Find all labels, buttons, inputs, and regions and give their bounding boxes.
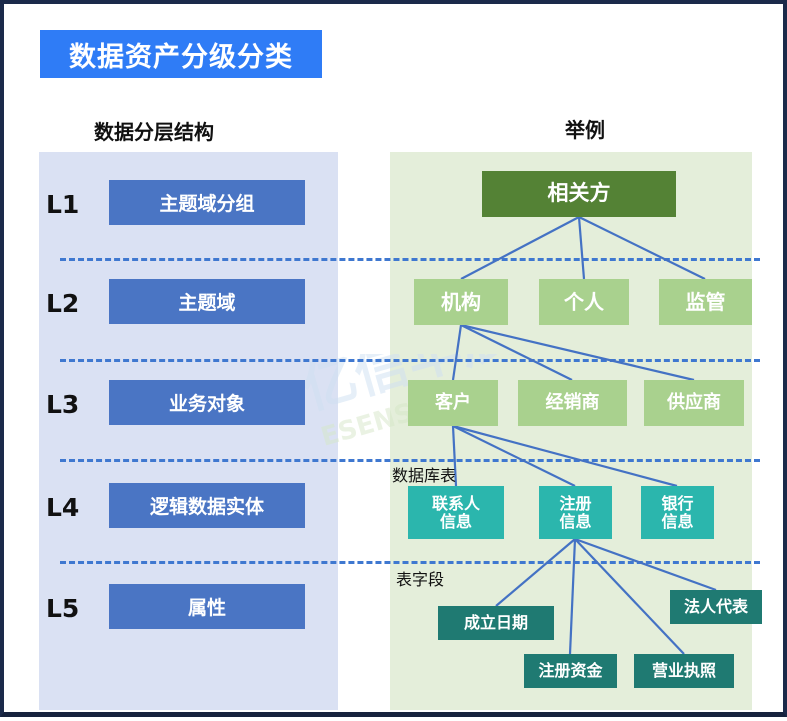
node-l4-lianxiren-xinxi[interactable]: 联系人 信息 xyxy=(408,486,504,539)
node-l5-faren-daibiao[interactable]: 法人代表 xyxy=(670,590,762,624)
node-l3-gongyingshang[interactable]: 供应商 xyxy=(644,380,744,426)
level-code-l3: L3 xyxy=(46,390,80,419)
divider-l3-l4 xyxy=(60,459,760,462)
level-box-l2[interactable]: 主题域 xyxy=(109,279,305,324)
column-header-left: 数据分层结构 xyxy=(94,120,214,144)
column-header-right: 举例 xyxy=(565,118,605,142)
note-table-field: 表字段 xyxy=(396,570,445,589)
node-root-xiangguanfang[interactable]: 相关方 xyxy=(482,171,676,217)
node-l4-lianxiren-line2: 信息 xyxy=(439,511,472,531)
divider-l4-l5 xyxy=(60,561,760,564)
level-box-l1[interactable]: 主题域分组 xyxy=(109,180,305,225)
node-l3-kehu[interactable]: 客户 xyxy=(408,380,498,426)
node-l4-yinhang-line1: 银行 xyxy=(661,493,694,513)
divider-l1-l2 xyxy=(60,258,760,261)
node-l2-jigou[interactable]: 机构 xyxy=(414,279,508,325)
node-l4-yinhang-xinxi[interactable]: 银行 信息 xyxy=(641,486,714,539)
note-database-table: 数据库表 xyxy=(392,466,457,485)
node-l2-geren[interactable]: 个人 xyxy=(539,279,629,325)
node-l3-jingxiaoshang[interactable]: 经销商 xyxy=(518,380,627,426)
page-title: 数据资产分级分类 xyxy=(69,41,293,73)
level-code-l2: L2 xyxy=(46,289,80,318)
level-code-l1: L1 xyxy=(46,190,80,219)
node-l4-zhuce-line1: 注册 xyxy=(559,493,592,513)
node-l5-chengli-riqi[interactable]: 成立日期 xyxy=(438,606,554,640)
divider-l2-l3 xyxy=(60,359,760,362)
level-code-l4: L4 xyxy=(46,493,80,522)
node-l4-zhuce-line2: 信息 xyxy=(559,511,592,531)
node-l5-yingye-zhizhao[interactable]: 营业执照 xyxy=(634,654,734,688)
level-box-l3[interactable]: 业务对象 xyxy=(109,380,305,425)
node-l5-zhuce-zijin[interactable]: 注册资金 xyxy=(524,654,617,688)
level-code-l5: L5 xyxy=(46,594,80,623)
node-l2-jianguan[interactable]: 监管 xyxy=(659,279,752,325)
node-l4-lianxiren-line1: 联系人 xyxy=(431,493,480,513)
level-box-l5[interactable]: 属性 xyxy=(109,584,305,629)
node-l4-yinhang-line2: 信息 xyxy=(661,511,694,531)
diagram-title-banner: 数据资产分级分类 xyxy=(40,30,322,78)
level-box-l4[interactable]: 逻辑数据实体 xyxy=(109,483,305,528)
node-l4-zhuce-xinxi[interactable]: 注册 信息 xyxy=(539,486,612,539)
